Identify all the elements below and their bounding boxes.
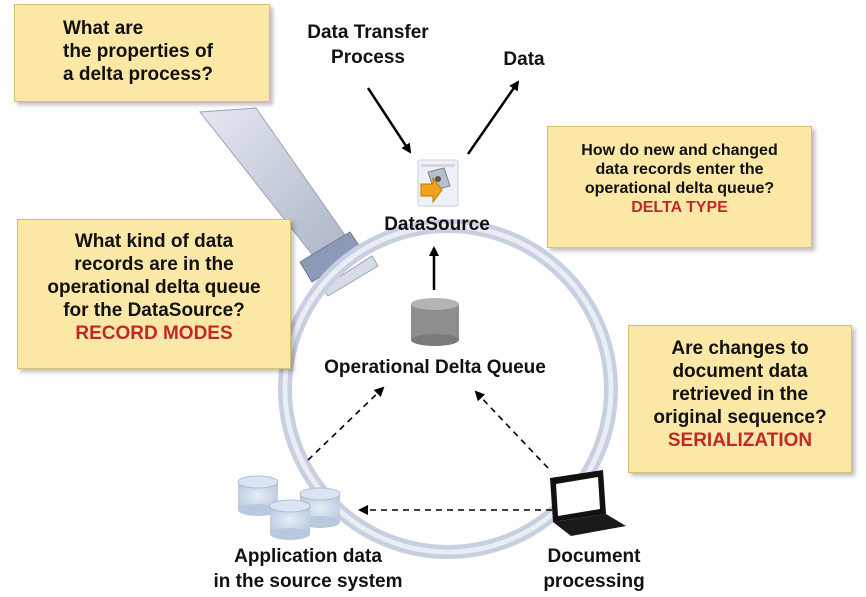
callout-line: data records enter the: [595, 161, 764, 178]
callout-keyword: RECORD MODES: [75, 323, 233, 344]
datasource-label: DataSource: [384, 214, 490, 235]
callout-serialization: Are changes to document data retrieved i…: [628, 325, 852, 473]
data-transfer-process-label: Data Transfer Process: [298, 20, 438, 70]
document-processing-label: Document processing: [530, 544, 658, 594]
callout-line: operational delta queue?: [584, 180, 775, 197]
callout-line: for the DataSource?: [63, 300, 245, 321]
callout-line: a delta process?: [63, 64, 213, 85]
label-line: in the source system: [213, 571, 403, 592]
magnifier-icon: [199, 107, 618, 559]
application-data-label: Application data in the source system: [188, 544, 428, 594]
data-arrow: [466, 80, 520, 155]
callout-line: How do new and changed: [581, 142, 778, 159]
callout-record-modes: What kind of data records are in the ope…: [17, 219, 291, 369]
callout-line: What are: [63, 18, 144, 39]
doc-to-queue-arrow: [474, 390, 549, 469]
callout-delta-process: What are the properties of a delta proce…: [14, 4, 270, 102]
label-line: processing: [543, 571, 645, 592]
datasource-icon: [417, 159, 459, 207]
callout-line: original sequence?: [653, 407, 827, 428]
label-line: Document: [547, 546, 641, 567]
app-to-queue-arrow: [307, 386, 385, 461]
callout-line: document data: [672, 361, 808, 382]
operational-delta-queue-label: Operational Delta Queue: [324, 357, 546, 378]
application-databases-icon: [237, 475, 341, 540]
dtp-arrow: [366, 87, 412, 154]
data-label: Data: [503, 49, 545, 70]
callout-line: records are in the: [74, 254, 234, 275]
callout-line: Are changes to: [671, 338, 809, 359]
callout-keyword: DELTA TYPE: [631, 199, 728, 216]
callout-delta-type: How do new and changed data records ente…: [547, 126, 812, 248]
callout-line: retrieved in the: [671, 384, 809, 405]
callout-line: operational delta queue: [47, 277, 261, 298]
callout-keyword: SERIALIZATION: [667, 430, 813, 451]
database-icon: [411, 298, 459, 346]
label-line: Data Transfer: [307, 22, 429, 43]
label-line: Process: [331, 47, 405, 68]
laptop-icon: [550, 470, 626, 536]
callout-line: the properties of: [63, 41, 213, 62]
callout-line: What kind of data: [74, 231, 234, 252]
label-line: Application data: [234, 546, 382, 567]
